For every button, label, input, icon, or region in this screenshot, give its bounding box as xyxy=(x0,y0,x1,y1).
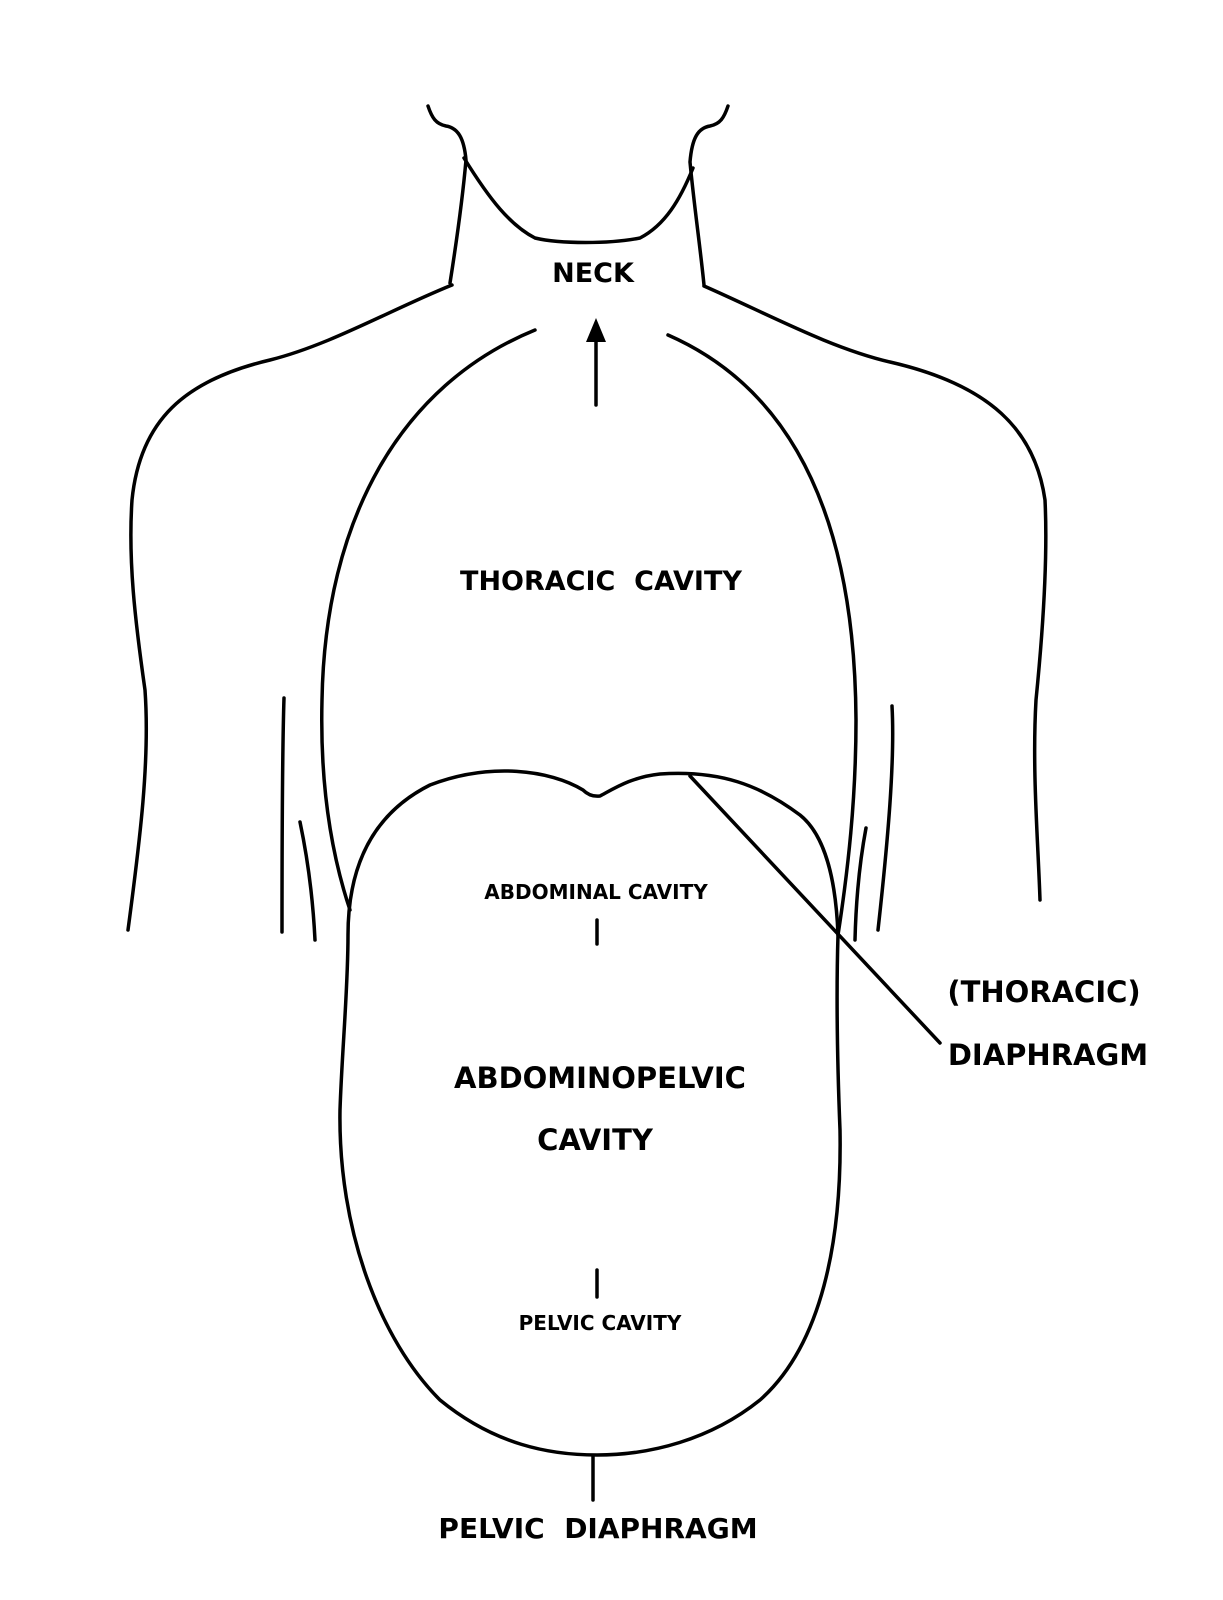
thoracic-cavity-right-wall xyxy=(666,333,858,937)
torso-outline xyxy=(126,283,1048,942)
left-waist-line xyxy=(298,820,317,942)
thoracic-diaphragm-label-line1: (THORACIC) xyxy=(947,975,1140,1009)
neck-label: NECK xyxy=(552,258,635,289)
abdominal-cavity-label: ABDOMINAL CAVITY xyxy=(484,880,708,904)
jaw-curve xyxy=(462,156,695,245)
right-inner-arm-line xyxy=(876,704,895,932)
left-shoulder-arm-outline xyxy=(126,283,454,932)
abdominopelvic-cavity-label-line2: CAVITY xyxy=(537,1123,654,1157)
neck-left-line xyxy=(426,104,468,285)
thoracic-cavity-outline xyxy=(320,328,858,937)
thoracic-diaphragm-leader-line xyxy=(688,774,942,1045)
thoracic-cavity-label: THORACIC CAVITY xyxy=(460,566,742,597)
abdominopelvic-cavity-outline xyxy=(338,769,842,1457)
pelvic-cavity-label: PELVIC CAVITY xyxy=(519,1311,682,1335)
thoracic-diaphragm-label-line2: DIAPHRAGM xyxy=(948,1038,1148,1072)
thoracic-cavity-left-wall xyxy=(320,328,537,912)
pelvic-diaphragm-label: PELVIC DIAPHRAGM xyxy=(438,1512,757,1545)
abdominopelvic-cavity-label-line1: ABDOMINOPELVIC xyxy=(454,1061,746,1095)
right-waist-line xyxy=(853,826,868,942)
neck-outline xyxy=(426,104,730,287)
neck-right-line xyxy=(688,104,730,287)
right-shoulder-arm-outline xyxy=(702,284,1048,902)
left-inner-arm-line xyxy=(280,696,286,934)
abdominopelvic-cavity-wall xyxy=(338,769,842,1457)
neck-arrow xyxy=(586,318,606,407)
neck-arrow-head xyxy=(586,318,606,342)
